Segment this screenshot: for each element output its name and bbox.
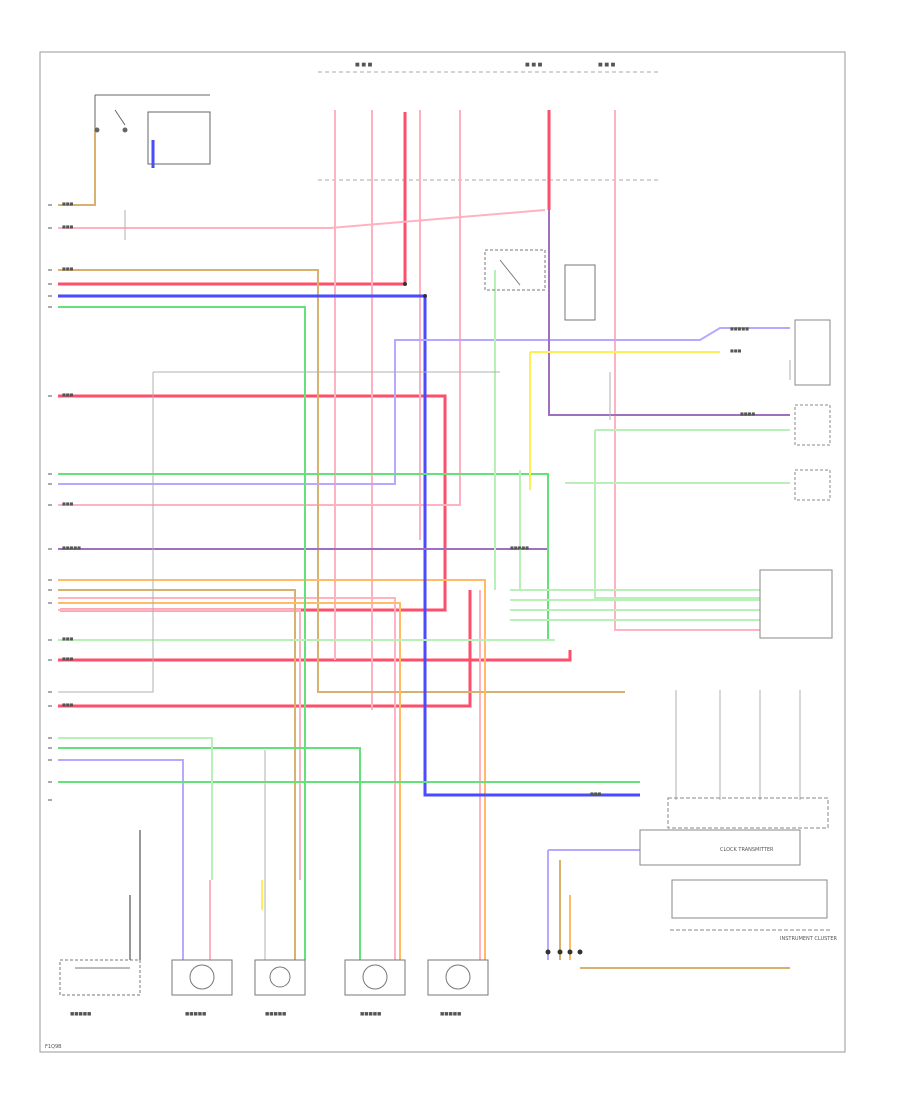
svg-text:■■■: ■■■ [62,702,74,707]
speaker-4 [427,959,489,996]
instrument-cluster-label: INSTRUMENT CLUSTER [780,936,838,942]
left-edge-pins [48,204,52,801]
fuse-labels: ■ ■ ■ ■ ■ ■ ■ ■ ■ [355,62,616,68]
svg-text:■■■: ■■■ [62,201,74,206]
svg-text:■■■■■: ■■■■■ [70,1012,91,1017]
yellow-wires [261,351,720,910]
gray-wires [58,210,801,960]
svg-text:■ ■ ■: ■ ■ ■ [525,62,543,68]
wire-code-labels: ■■■ ■■■ ■■■ ■■■ ■■■ ■■■■■ ■■■ ■■■ ■■■ ■■… [62,201,755,796]
svg-text:■■■■■: ■■■■■ [440,1012,461,1017]
svg-text:■■■■■: ■■■■■ [360,1012,381,1017]
svg-text:■■■: ■■■ [730,348,742,353]
svg-text:■■■■■: ■■■■■ [185,1012,206,1017]
svg-text:■■■■■: ■■■■■ [730,326,749,331]
instrument-cluster-box [639,797,830,931]
speaker-2 [254,959,306,996]
speaker-labels: ■■■■■ ■■■■■ ■■■■■ ■■■■■ ■■■■■ [70,1012,461,1017]
svg-text:■ ■ ■: ■ ■ ■ [355,62,373,68]
speaker-1 [171,959,233,996]
blue-wires [58,294,640,797]
svg-text:■■■■■: ■■■■■ [62,545,81,550]
svg-text:■■■: ■■■ [62,224,74,229]
speakers [59,959,489,996]
orange-wires [58,579,571,960]
lavender-wires [58,327,790,960]
svg-text:■■■: ■■■ [62,656,74,661]
tan-wires [58,130,790,969]
svg-text:■■■: ■■■ [62,636,74,641]
relay-box [484,249,596,321]
svg-text:■■■: ■■■ [62,392,74,397]
svg-text:■ ■ ■: ■ ■ ■ [598,62,616,68]
black-wires [129,830,141,960]
purple-wires [58,210,790,550]
svg-text:■■■: ■■■ [590,791,602,796]
svg-text:■■■■■: ■■■■■ [265,1012,286,1017]
svg-text:■■■■: ■■■■ [740,411,755,416]
svg-text:■■■: ■■■ [62,266,74,271]
lightgreen-wires [58,270,790,880]
svg-text:■■■■■: ■■■■■ [510,545,529,550]
speaker-3 [344,959,406,996]
rear-defrost-switch [94,94,211,165]
right-connectors [759,319,833,639]
red-wires [58,110,572,708]
svg-text:■■■: ■■■ [62,501,74,506]
pink-wires [58,110,760,960]
clock-transmitter-label: CLOCK TRANSMITTER [720,847,774,853]
green-wires [58,306,640,960]
junction-dots [403,282,583,955]
page-code: F1Q9B [45,1044,62,1050]
diagram-border [39,51,846,1053]
steering-switch [59,959,141,996]
